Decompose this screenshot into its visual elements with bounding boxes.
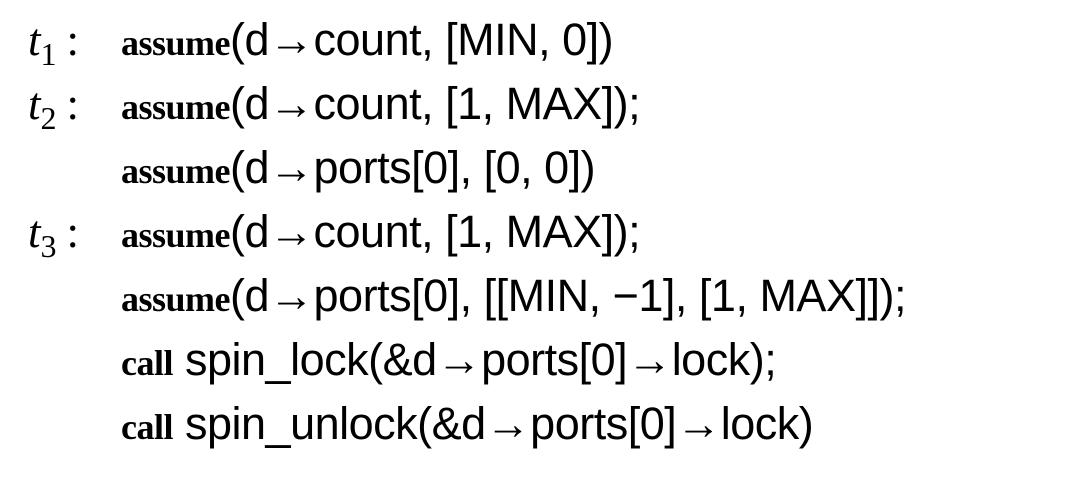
statement: assume(d→count, [1, MAX]); xyxy=(121,200,641,267)
keyword-assume: assume xyxy=(121,215,231,255)
statement: assume(d→count, [1, MAX]); xyxy=(121,72,641,139)
statement-args: spin_lock(&d→ports[0]→lock); xyxy=(172,334,777,385)
statement-args: spin_unlock(&d→ports[0]→lock) xyxy=(172,398,814,449)
statement-args: (d→count, [1, MAX]); xyxy=(230,206,641,257)
keyword-assume: assume xyxy=(121,151,231,191)
statement: assume(d→ports[0], [[MIN, −1], [1, MAX]]… xyxy=(121,264,906,331)
statement-args: (d→count, [MIN, 0]) xyxy=(230,14,614,65)
statement: assume(d→ports[0], [0, 0]) xyxy=(121,136,596,203)
thread-label-t2: t2: xyxy=(28,79,80,136)
keyword-call: call xyxy=(121,407,173,447)
thread-label-t3: t3: xyxy=(28,207,80,264)
statement-args: (d→ports[0], [0, 0]) xyxy=(230,142,596,193)
statement: call spin_lock(&d→ports[0]→lock); xyxy=(121,328,777,395)
thread-label-t1: t1: xyxy=(28,15,80,72)
statement-args: (d→count, [1, MAX]); xyxy=(230,78,641,129)
keyword-assume: assume xyxy=(121,87,231,127)
statement-args: (d→ports[0], [[MIN, −1], [1, MAX]]); xyxy=(230,270,906,321)
statement: call spin_unlock(&d→ports[0]→lock) xyxy=(121,392,814,459)
statement: assume(d→count, [MIN, 0]) xyxy=(121,8,614,75)
keyword-call: call xyxy=(121,343,173,383)
keyword-assume: assume xyxy=(121,23,231,63)
keyword-assume: assume xyxy=(121,279,231,319)
